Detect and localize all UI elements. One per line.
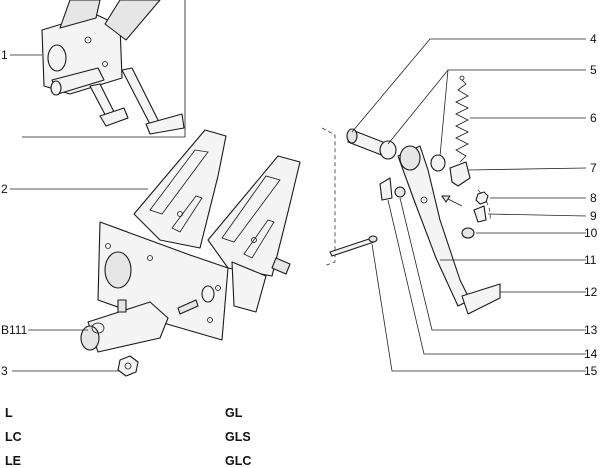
callout-14: 14 xyxy=(584,347,598,361)
variant-code-lc: LC xyxy=(5,430,22,444)
callout-labels: 1 2 B111 3 4 5 6 7 8 9 10 11 12 13 14 15 xyxy=(1,32,598,378)
callout-12: 12 xyxy=(584,285,598,299)
variant-code-gl: GL xyxy=(225,406,243,420)
callout-1: 1 xyxy=(1,48,8,62)
callout-8: 8 xyxy=(590,191,597,205)
inset-assembly-view xyxy=(10,0,186,138)
callout-5: 5 xyxy=(590,63,597,77)
callout-13: 13 xyxy=(584,323,598,337)
callout-b111: B111 xyxy=(1,323,28,337)
variant-code-gls: GLS xyxy=(225,430,251,444)
variant-code-le: LE xyxy=(5,454,21,468)
callout-2: 2 xyxy=(1,182,8,196)
callout-10: 10 xyxy=(584,226,598,240)
callout-4: 4 xyxy=(590,32,597,46)
callout-15: 15 xyxy=(584,364,598,378)
pedal-bracket-assembly xyxy=(80,129,301,377)
callout-6: 6 xyxy=(590,111,597,125)
leader-lines xyxy=(10,38,587,372)
callout-7: 7 xyxy=(590,161,597,175)
variant-code-glc: GLC xyxy=(225,454,252,468)
callout-11: 11 xyxy=(584,253,597,267)
callout-3: 3 xyxy=(1,364,8,378)
exploded-pedal-parts xyxy=(329,75,501,315)
callout-9: 9 xyxy=(590,209,597,223)
variant-code-l: L xyxy=(5,406,13,420)
